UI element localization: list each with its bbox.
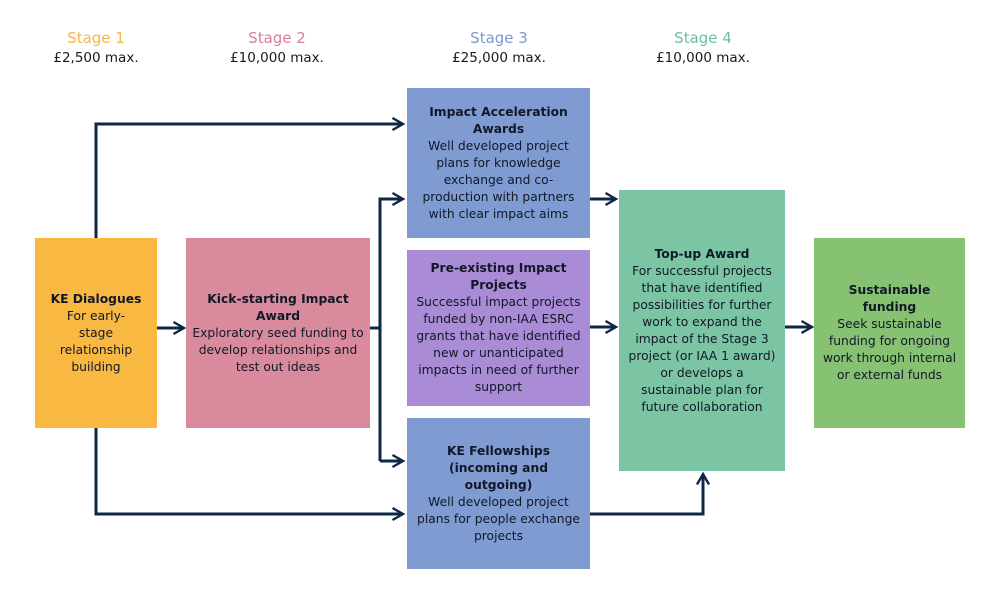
stage-2-max: £10,000 max. [230,50,324,66]
impact-acceleration-title: Impact Acceleration Awards [429,104,568,136]
ke-fellowships-box: KE Fellowships (incoming and outgoing) W… [407,418,590,569]
pre-existing-body: Successful impact projects funded by non… [416,295,581,394]
stage-3-max: £25,000 max. [452,50,546,66]
arrow-ke-dialogues-to-ke-fellowships [94,428,406,522]
top-up-title: Top-up Award [654,246,750,261]
stage-4-max: £10,000 max. [656,50,750,66]
stage-1-max: £2,500 max. [53,50,139,66]
kick-starting-impact-award-box: Kick-starting Impact Award Exploratory s… [186,238,370,428]
stage-3-header: Stage 3 £25,000 max. [419,29,579,67]
stage-4-name: Stage 4 [674,29,732,47]
stage-2-name: Stage 2 [248,29,306,47]
arrow-branch-to-impact-acceleration [378,191,406,461]
pre-existing-impact-projects-box: Pre-existing Impact Projects Successful … [407,250,590,406]
arrow-ke-fellowships-to-top-up [590,471,711,516]
ke-dialogues-body: For early-stage relationship building [59,308,133,374]
sustainable-funding-box: Sustainable funding Seek sustainable fun… [814,238,965,428]
top-up-body: For successful projects that have identi… [628,263,776,414]
arrow-ke-dialogues-to-impact-acceleration [94,116,406,238]
stage-1-name: Stage 1 [67,29,125,47]
ke-fellowships-body: Well developed project plans for people … [417,494,580,543]
stage-2-header: Stage 2 £10,000 max. [197,29,357,67]
pre-existing-title: Pre-existing Impact Projects [430,261,567,292]
stage-3-name: Stage 3 [470,29,528,47]
kick-starting-body: Exploratory seed funding to develop rela… [192,325,364,374]
stage-1-header: Stage 1 £2,500 max. [16,29,176,67]
impact-acceleration-awards-box: Impact Acceleration Awards Well develope… [407,88,590,238]
stage-4-header: Stage 4 £10,000 max. [623,29,783,67]
kick-starting-title: Kick-starting Impact Award [207,291,349,323]
sustainable-title: Sustainable funding [848,283,931,314]
sustainable-body: Seek sustainable funding for ongoing wor… [822,317,957,382]
impact-acceleration-body: Well developed project plans for knowled… [422,138,575,221]
ke-fellowships-title: KE Fellowships (incoming and outgoing) [446,443,551,492]
ke-dialogues-title: KE Dialogues [50,291,142,306]
ke-dialogues-box: KE Dialogues For early-stage relationshi… [35,238,157,428]
top-up-award-box: Top-up Award For successful projects tha… [619,190,785,471]
